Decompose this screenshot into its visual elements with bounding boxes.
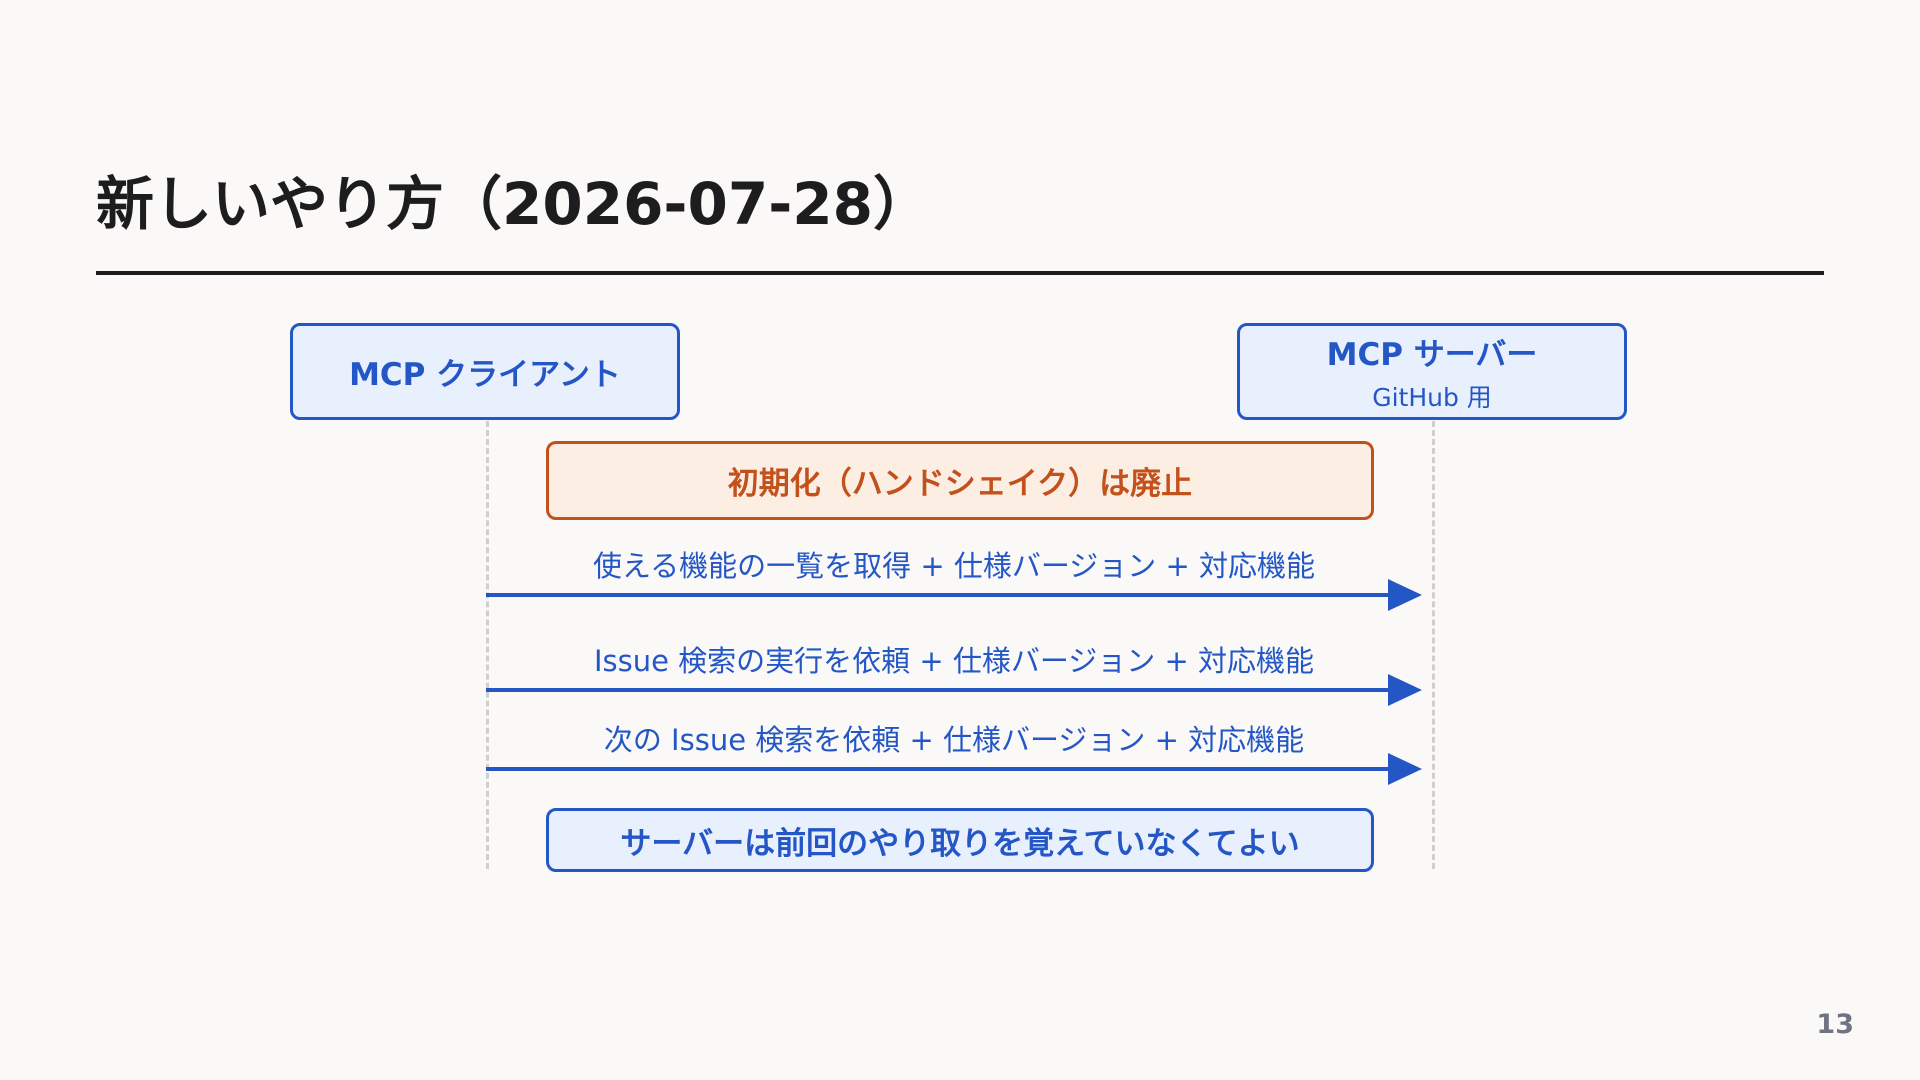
message-arrow-line	[486, 688, 1392, 692]
title-underline	[96, 271, 1824, 275]
slide-title: 新しいやり方（2026-07-28）	[96, 170, 931, 238]
message-label: 次の Issue 検索を依頼 + 仕様バージョン + 対応機能	[603, 723, 1305, 757]
deprecated-handshake-label: 初期化（ハンドシェイク）は廃止	[727, 466, 1193, 502]
server-actor-name: MCP サーバー	[1326, 337, 1538, 373]
server-actor-subtitle: GitHub 用	[1372, 383, 1492, 412]
server-actor-box: MCP サーバー GitHub 用	[1237, 323, 1627, 420]
client-actor-name: MCP クライアント	[349, 357, 621, 393]
message-label: Issue 検索の実行を依頼 + 仕様バージョン + 対応機能	[593, 644, 1315, 678]
message-arrow-line	[486, 593, 1392, 597]
message-next-issue-search: 次の Issue 検索を依頼 + 仕様バージョン + 対応機能	[486, 703, 1422, 785]
arrow-head-icon	[1388, 753, 1422, 785]
client-actor-box: MCP クライアント	[290, 323, 680, 420]
server-lifeline	[1432, 421, 1435, 869]
message-list-capabilities: 使える機能の一覧を取得 + 仕様バージョン + 対応機能	[486, 529, 1422, 611]
deprecated-handshake-note: 初期化（ハンドシェイク）は廃止	[546, 441, 1374, 520]
message-arrow-line	[486, 767, 1392, 771]
message-label: 使える機能の一覧を取得 + 仕様バージョン + 対応機能	[592, 549, 1316, 583]
stateless-server-label: サーバーは前回のやり取りを覚えていなくてよい	[620, 825, 1300, 862]
stateless-server-note: サーバーは前回のやり取りを覚えていなくてよい	[546, 808, 1374, 872]
arrow-head-icon	[1388, 579, 1422, 611]
page-number: 13	[1816, 1009, 1854, 1040]
arrow-head-icon	[1388, 674, 1422, 706]
message-issue-search: Issue 検索の実行を依頼 + 仕様バージョン + 対応機能	[486, 624, 1422, 706]
client-lifeline	[486, 421, 489, 869]
